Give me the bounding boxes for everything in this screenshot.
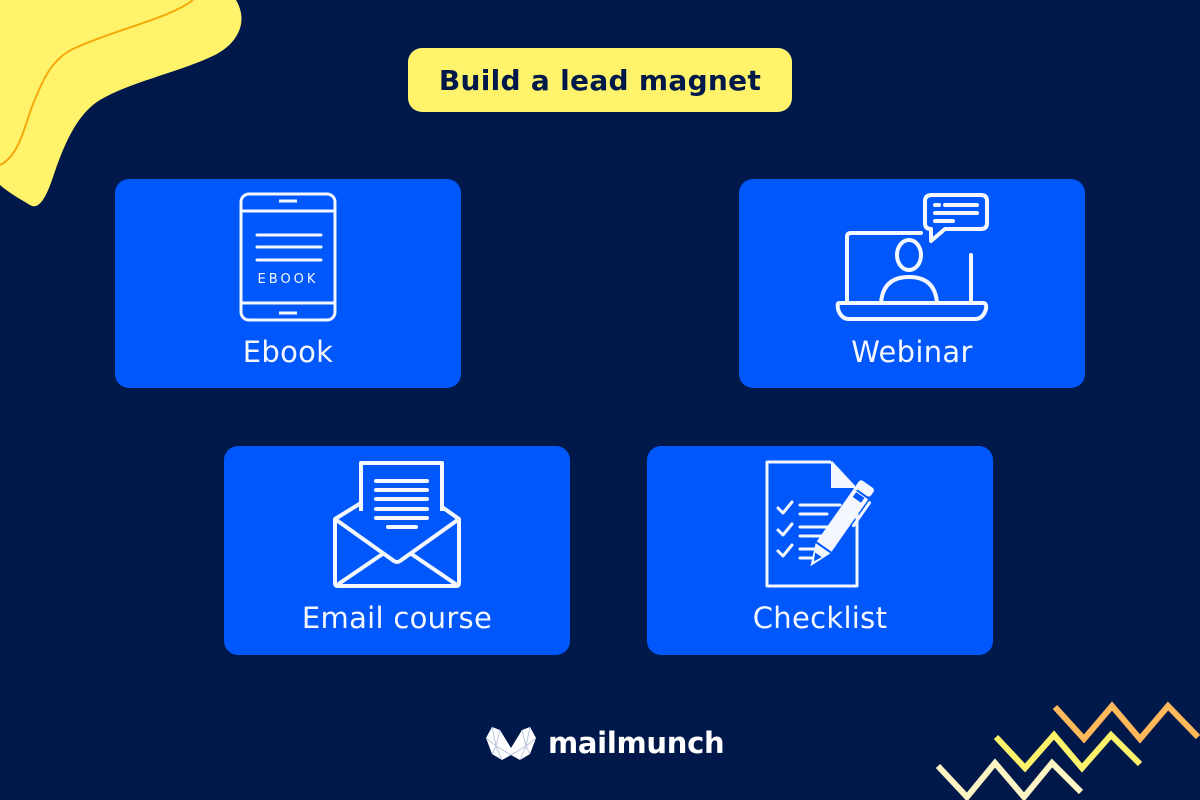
mailmunch-logo-icon (485, 726, 537, 761)
card-label: Webinar (851, 335, 973, 369)
checklist-pen-icon (765, 460, 874, 588)
card-label: Checklist (752, 601, 888, 635)
card-label: Email course (301, 601, 493, 635)
page-title: Build a lead magnet (438, 63, 762, 97)
ebook-icon-text: EBOOK (258, 272, 319, 287)
card-email-course[interactable]: Email course (224, 446, 570, 655)
card-checklist[interactable]: Checklist (647, 446, 993, 655)
brand-name: mailmunch (548, 726, 725, 760)
ebook-tablet-icon: EBOOK (239, 192, 337, 322)
card-label: Ebook (242, 335, 334, 369)
card-webinar[interactable]: Webinar (739, 179, 1085, 388)
card-ebook[interactable]: EBOOK Ebook (115, 179, 461, 388)
webinar-laptop-icon (835, 193, 989, 321)
open-envelope-letter-icon (333, 461, 461, 588)
brand-logo: mailmunch (484, 722, 725, 764)
title-banner: Build a lead magnet (408, 48, 792, 112)
